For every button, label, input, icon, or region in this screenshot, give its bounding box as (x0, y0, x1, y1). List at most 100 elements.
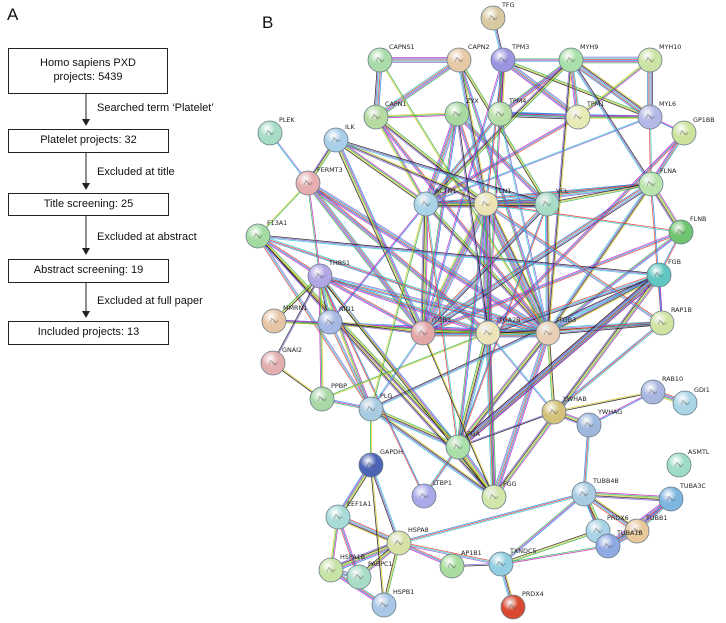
network-node-ppbp[interactable]: PPBP (309, 382, 347, 412)
network-node-circle[interactable] (672, 390, 698, 416)
network-node-circle[interactable] (576, 412, 602, 438)
network-node-rap1b[interactable]: RAP1B (649, 306, 692, 336)
network-node-zyx[interactable]: ZYX (444, 97, 479, 127)
network-node-circle[interactable] (571, 481, 597, 507)
network-node-mmrn1[interactable]: MMRN1 (261, 304, 307, 334)
network-node-pabpc1[interactable]: PABPC1 (346, 560, 393, 590)
network-node-circle[interactable] (595, 533, 621, 559)
network-node-circle[interactable] (473, 191, 499, 217)
network-node-circle[interactable] (363, 104, 389, 130)
network-node-hspb1[interactable]: HSPB1 (371, 588, 414, 618)
network-node-circle[interactable] (446, 47, 472, 73)
network-node-circle[interactable] (358, 452, 384, 478)
network-node-circle[interactable] (307, 263, 333, 289)
network-node-circle[interactable] (325, 504, 351, 530)
network-node-asmtl[interactable]: ASMTL (666, 448, 710, 478)
network-node-flnb[interactable]: FLNB (668, 215, 706, 245)
network-node-prdx4[interactable]: PRDX4 (500, 590, 544, 620)
network-node-tuba1b[interactable]: TUBA1B (595, 529, 643, 559)
network-node-circle[interactable] (658, 486, 684, 512)
network-node-circle[interactable] (637, 47, 663, 73)
network-node-hspa8[interactable]: HSPA8 (386, 526, 429, 556)
network-node-fermt3[interactable]: FERMT3 (295, 166, 343, 196)
network-node-myl6[interactable]: MYL6 (637, 100, 676, 130)
network-node-circle[interactable] (439, 553, 465, 579)
network-node-ilk[interactable]: ILK (323, 123, 355, 153)
network-node-ltbp1[interactable]: LTBP1 (411, 479, 452, 509)
network-node-circle[interactable] (535, 320, 561, 346)
network-node-tln1[interactable]: TLN1 (473, 187, 511, 217)
network-node-circle[interactable] (445, 434, 471, 460)
network-node-circle[interactable] (475, 320, 501, 346)
network-node-circle[interactable] (671, 120, 697, 146)
network-node-fgg[interactable]: FGG (481, 480, 517, 510)
network-node-circle[interactable] (371, 592, 397, 618)
network-node-tfg[interactable]: TFG (480, 1, 515, 31)
network-node-circle[interactable] (541, 399, 567, 425)
network-node-ap1b1[interactable]: AP1B1 (439, 549, 482, 579)
network-node-circle[interactable] (481, 484, 507, 510)
network-node-circle[interactable] (490, 47, 516, 73)
network-node-circle[interactable] (318, 557, 344, 583)
network-node-tpm1[interactable]: TPM1 (565, 100, 604, 130)
network-node-gapdh[interactable]: GAPDH (358, 448, 403, 478)
network-node-circle[interactable] (257, 120, 283, 146)
network-node-circle[interactable] (444, 101, 470, 127)
network-node-nid1[interactable]: NID1 (317, 305, 355, 335)
network-node-circle[interactable] (565, 104, 591, 130)
network-node-plg[interactable]: PLG (358, 392, 392, 422)
network-node-thbs1[interactable]: THBS1 (307, 259, 350, 289)
network-node-hspa1b[interactable]: HSPA1B (318, 553, 365, 583)
network-node-fgb[interactable]: FGB (646, 258, 681, 288)
network-node-itga2b[interactable]: ITGA2B (475, 316, 521, 346)
network-node-circle[interactable] (411, 483, 437, 509)
network-node-circle[interactable] (500, 594, 526, 620)
network-node-circle[interactable] (358, 396, 384, 422)
network-node-circle[interactable] (295, 170, 321, 196)
network-node-circle[interactable] (367, 47, 393, 73)
network-node-vcl[interactable]: VCL (534, 187, 569, 217)
network-node-circle[interactable] (346, 564, 372, 590)
network-node-capn1[interactable]: CAPN1 (363, 100, 407, 130)
network-node-circle[interactable] (666, 452, 692, 478)
network-node-actn1[interactable]: ACTN1 (413, 187, 456, 217)
network-node-eef1a1[interactable]: EEF1A1 (325, 500, 371, 530)
network-node-circle[interactable] (488, 551, 514, 577)
network-node-myh10[interactable]: MYH10 (637, 43, 681, 73)
network-node-tubb1[interactable]: TUBB1 (624, 514, 667, 544)
network-node-tuba3c[interactable]: TUBA3C (658, 482, 706, 512)
network-node-circle[interactable] (638, 171, 664, 197)
network-node-circle[interactable] (534, 191, 560, 217)
network-node-ywhag[interactable]: YWHAG (576, 408, 622, 438)
network-node-circle[interactable] (410, 320, 436, 346)
network-node-circle[interactable] (640, 379, 666, 405)
network-node-circle[interactable] (624, 518, 650, 544)
network-node-circle[interactable] (323, 127, 349, 153)
network-node-circle[interactable] (649, 310, 675, 336)
network-node-tpm4[interactable]: TPM4 (487, 97, 526, 127)
network-node-gdi1[interactable]: GDI1 (672, 386, 710, 416)
network-node-circle[interactable] (245, 223, 271, 249)
network-node-capn2[interactable]: CAPN2 (446, 43, 490, 73)
network-node-circle[interactable] (386, 530, 412, 556)
network-node-capns1[interactable]: CAPNS1 (367, 43, 415, 73)
network-node-ywhab[interactable]: YWHAB (541, 395, 587, 425)
network-node-circle[interactable] (413, 191, 439, 217)
network-node-fga[interactable]: FGA (445, 430, 481, 460)
network-node-itgb3[interactable]: ITGB3 (535, 316, 576, 346)
network-node-circle[interactable] (637, 104, 663, 130)
network-node-tubb4b[interactable]: TUBB4B (571, 477, 619, 507)
network-node-circle[interactable] (646, 262, 672, 288)
network-node-flna[interactable]: FLNA (638, 167, 677, 197)
network-node-circle[interactable] (480, 5, 506, 31)
network-node-gp1bb[interactable]: GP1BB (671, 116, 715, 146)
network-node-circle[interactable] (668, 219, 694, 245)
network-node-circle[interactable] (260, 350, 286, 376)
network-node-txndc5[interactable]: TXNDC5 (488, 547, 537, 577)
network-node-circle[interactable] (487, 101, 513, 127)
network-node-tpm3[interactable]: TPM3 (490, 43, 529, 73)
network-node-itgb1[interactable]: ITGB1 (410, 316, 451, 346)
network-node-circle[interactable] (317, 309, 343, 335)
network-node-f13a1[interactable]: F13A1 (245, 219, 287, 249)
network-node-circle[interactable] (309, 386, 335, 412)
